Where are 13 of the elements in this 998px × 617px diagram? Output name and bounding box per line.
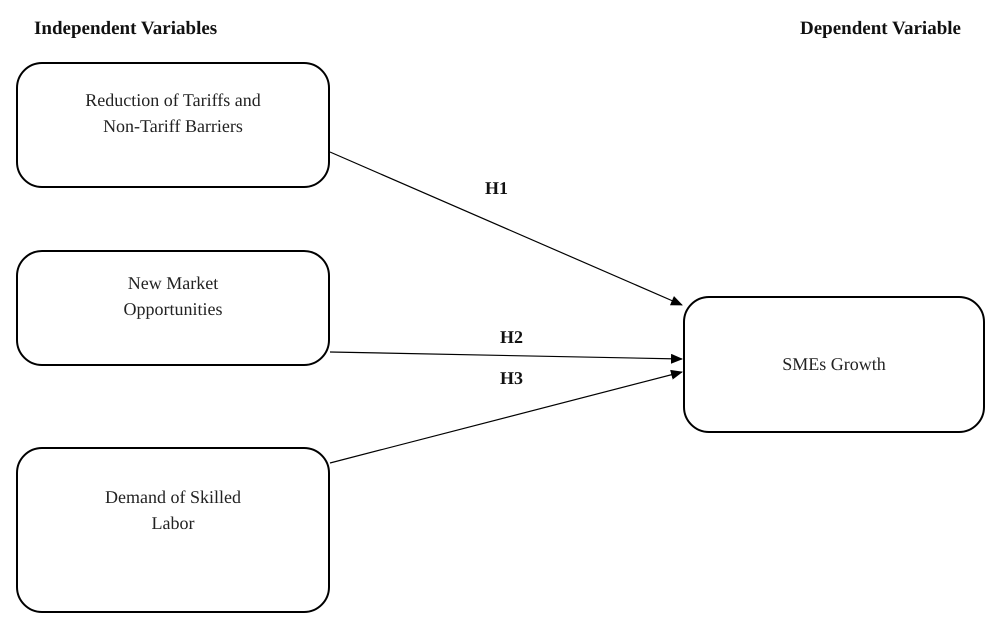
variable-box: [683, 296, 985, 433]
arrow: [330, 351, 683, 364]
node-text: SMEs Growth: [782, 353, 886, 376]
arrow: [330, 151, 683, 306]
variable-box: [16, 447, 330, 613]
node-text: New Market Opportunities: [122, 272, 224, 321]
variable-box: [16, 250, 330, 366]
column-heading: Independent Variables: [34, 18, 218, 40]
node-text: Reduction of Tariffs and Non-Tariff Barriers: [84, 88, 262, 138]
variable-box: [16, 62, 330, 188]
arrow: [330, 370, 683, 464]
column-heading: Dependent Variable: [800, 18, 961, 40]
node-text: Demand of Skilled Labor: [104, 486, 242, 535]
